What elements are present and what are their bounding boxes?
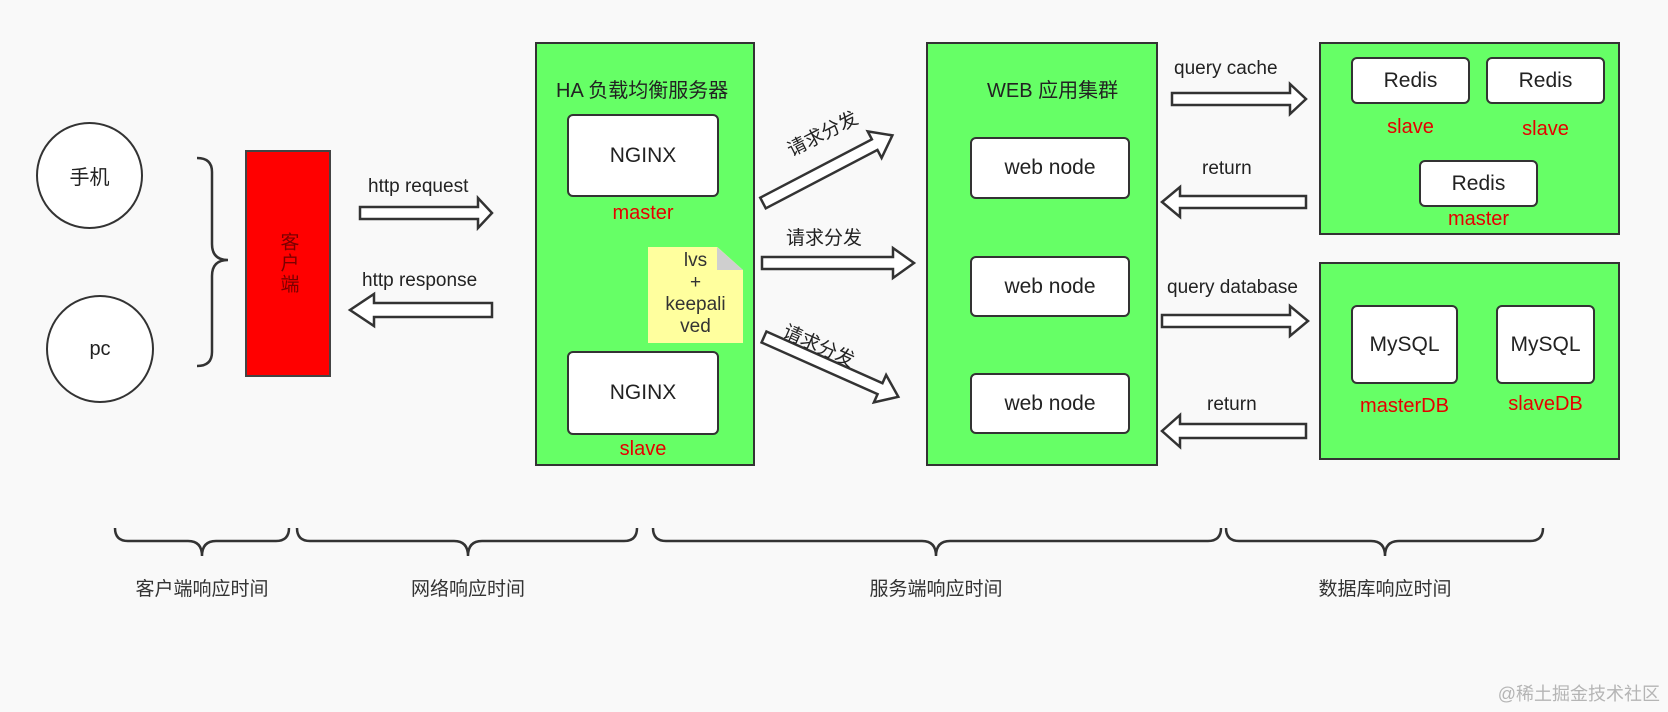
timeline-label-client: 客户端响应时间 [135,579,269,600]
nginx-master-box: NGINX [567,114,719,197]
mysql-node-role: slaveDB [1508,393,1583,415]
nginx-slave-label: NGINX [609,381,677,404]
db-return-arrow [1160,412,1308,450]
ha-title: HA 负载均衡服务器 [556,80,729,102]
nginx-slave-role: slave [619,438,667,460]
note-line: keepali [665,294,726,315]
device-brace [196,156,229,368]
timeline-label-network: 网络响应时间 [410,579,525,600]
http-response-label: http response [362,270,478,291]
mobile-device-label: 手机 [69,167,110,189]
mysql-node-label: MySQL [1510,332,1581,356]
cache-return-label: return [1202,158,1252,179]
http-request-arrow [358,194,494,232]
redis-node-box: Redis [1351,57,1470,104]
dispatch-arrow-bottom [759,329,901,405]
note-line: lvs [683,250,708,271]
timeline-label-server: 服务端响应时间 [869,579,1003,600]
note-line: + [689,272,702,293]
client-box: 客户端 [245,150,331,377]
redis-node-label: Redis [1518,68,1573,92]
web-node-label: web node [1004,391,1096,415]
mysql-node-role: masterDB [1360,395,1449,417]
db-return-label: return [1207,394,1257,415]
pc-device-circle: pc [46,295,154,403]
http-request-label: http request [368,176,469,197]
redis-node-box: Redis [1486,57,1605,104]
mysql-node-box: MySQL [1351,305,1458,384]
redis-node-box: Redis [1419,160,1538,207]
nginx-master-label: NGINX [609,143,677,167]
watermark: @稀土掘金技术社区 [1497,684,1660,704]
dispatch-arrow-middle [760,245,917,281]
redis-node-label: Redis [1451,171,1506,195]
timeline-brace-network [295,527,639,557]
timeline-brace-database [1224,527,1545,557]
pc-device-label: pc [89,337,111,360]
mobile-device-circle: 手机 [36,122,143,229]
client-label: 客户端 [277,232,299,295]
redis-node-role: master [1447,208,1510,230]
cache-return-arrow [1160,184,1308,220]
nginx-slave-box: NGINX [567,351,719,435]
query-cache-label: query cache [1174,58,1278,79]
web-node-label: web node [1004,274,1096,298]
web-node-box: web node [970,256,1130,317]
query-database-label: query database [1167,277,1298,298]
query-cache-arrow [1170,81,1308,117]
timeline-brace-client [113,527,291,557]
redis-node-role: slave [1522,118,1569,140]
redis-node-label: Redis [1383,68,1438,92]
web-cluster-title: WEB 应用集群 [987,80,1119,102]
query-db-arrow [1160,303,1310,339]
dispatch-arrow-top [758,129,895,211]
note-line: ved [680,316,711,337]
mysql-node-label: MySQL [1369,332,1440,356]
web-node-label: web node [1004,156,1096,179]
web-node-box: web node [970,137,1130,199]
timeline-brace-server [651,527,1223,557]
mysql-node-box: MySQL [1496,305,1595,384]
web-node-box: web node [970,373,1130,434]
http-response-arrow [347,291,494,329]
dispatch-label-middle: 请求分发 [786,228,863,249]
redis-node-role: slave [1387,116,1434,138]
nginx-master-role: master [612,202,674,224]
timeline-label-database: 数据库响应时间 [1318,579,1452,600]
